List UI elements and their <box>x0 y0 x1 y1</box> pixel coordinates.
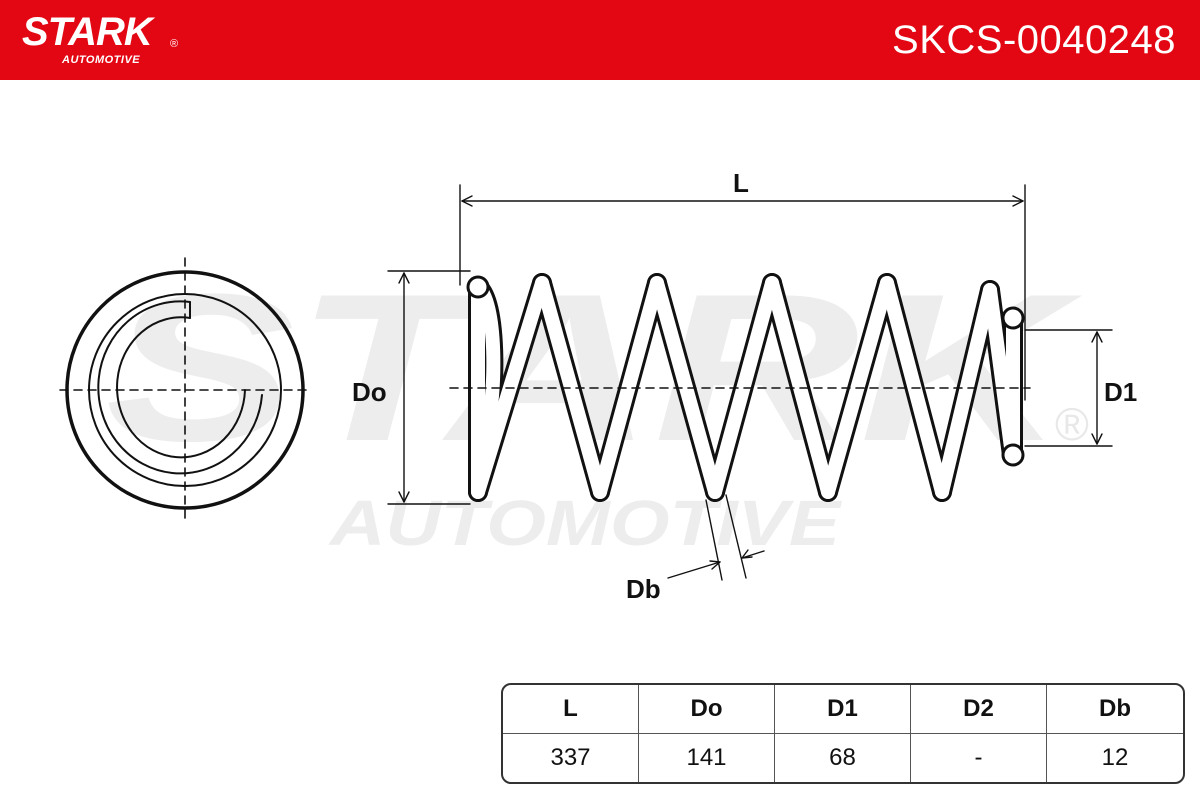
specs-value-l: 337 <box>503 734 639 782</box>
brand-logo: STARK <box>22 10 153 54</box>
specs-table: L Do D1 D2 Db 337 141 68 - 12 <box>501 683 1185 784</box>
label-outer-diameter: Do <box>352 377 387 407</box>
watermark-subtitle: AUTOMOTIVE <box>328 487 843 559</box>
dimension-length-lines <box>459 184 1026 401</box>
specs-header-do: Do <box>639 685 775 734</box>
dimension-wire-diameter-lines <box>667 494 765 581</box>
specs-value-do: 141 <box>639 734 775 782</box>
label-inner-diameter: D1 <box>1104 377 1138 407</box>
specs-value-d2: - <box>911 734 1047 782</box>
specs-value-d1: 68 <box>775 734 911 782</box>
brand-subtitle: AUTOMOTIVE <box>62 54 141 66</box>
label-length: L <box>733 168 749 198</box>
watermark-registered-mark: ® <box>1055 398 1089 450</box>
brand-registered-mark: ® <box>170 38 179 50</box>
label-wire-diameter: Db <box>626 574 661 604</box>
specs-header-row: L Do D1 D2 Db <box>503 685 1183 734</box>
specs-header-d2: D2 <box>911 685 1047 734</box>
part-number: SKCS-0040248 <box>892 18 1176 62</box>
dimension-outer-diameter-lines <box>387 270 471 505</box>
spring-drawing <box>59 184 1113 581</box>
specs-header-l: L <box>503 685 639 734</box>
header-bar: STARK ® AUTOMOTIVE SKCS-0040248 <box>0 0 1200 80</box>
center-lines <box>59 257 1031 523</box>
specs-value-row: 337 141 68 - 12 <box>503 734 1183 782</box>
specs-header-db: Db <box>1047 685 1183 734</box>
specs-header-d1: D1 <box>775 685 911 734</box>
specs-value-db: 12 <box>1101 744 1129 771</box>
dimension-inner-diameter-lines <box>1024 329 1113 447</box>
spring-side-view <box>466 273 1025 502</box>
